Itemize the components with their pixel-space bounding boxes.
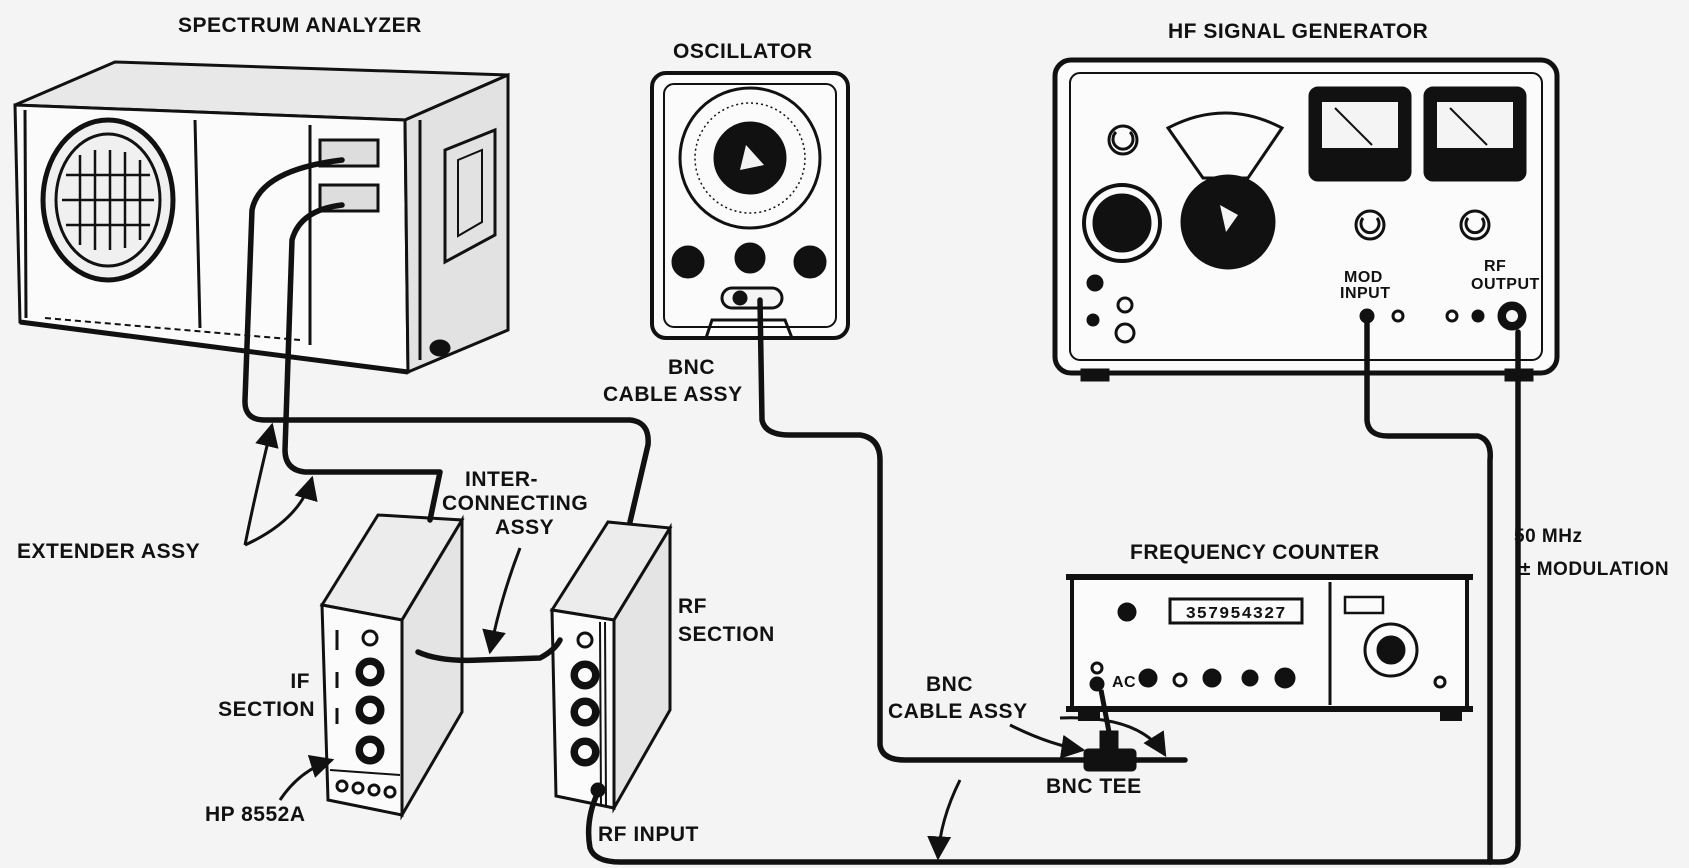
mhz-modulation-label-2: ± MODULATION (1520, 559, 1669, 580)
bnc-tee-label: BNC TEE (1046, 775, 1142, 798)
rf-section-label-1: RF (678, 595, 707, 618)
rf-section-label-2: SECTION (678, 623, 775, 646)
if-section-label-1: IF (265, 670, 310, 693)
rf-input-label: RF INPUT (598, 823, 699, 846)
interconnecting-assy-label-2: CONNECTING (442, 492, 588, 515)
extender-arrow-1 (245, 425, 272, 545)
rf-output-label-1: RF (1484, 258, 1506, 275)
rf-section-icon (552, 522, 670, 808)
hp8552a-arrow (280, 760, 332, 800)
bnc-cable-assy-top-label-2: CABLE ASSY (603, 383, 743, 406)
frequency-counter-label: FREQUENCY COUNTER (1130, 541, 1380, 564)
bnc-cable-assy-bottom-label-2: CABLE ASSY (888, 700, 1028, 723)
interconnecting-arrow (490, 548, 520, 652)
mhz-modulation-label-1: 50 MHz (1514, 526, 1582, 547)
spectrum-analyzer-icon (15, 62, 508, 372)
if-section-icon (322, 515, 462, 815)
if-section-label-2: SECTION (210, 698, 315, 721)
mod-input-label-1: MOD (1344, 269, 1383, 286)
oscillator-label: OSCILLATOR (673, 40, 813, 63)
bnc-cable-assy-bottom-label-1: BNC (926, 673, 973, 696)
extender-assy-label: EXTENDER ASSY (17, 540, 200, 563)
bnc-cable-assy-top-label-1: BNC (668, 356, 715, 379)
extender-arrow-2 (245, 478, 312, 545)
oscillator-cable (760, 300, 1085, 760)
spectrum-analyzer-label: SPECTRUM ANALYZER (178, 14, 422, 37)
bnc-bottom-arrow-1 (1010, 725, 1083, 750)
counter-display: 357954327 (1186, 605, 1287, 624)
frequency-counter-icon (1066, 577, 1473, 721)
rf-output-label-2: OUTPUT (1471, 276, 1540, 293)
interconnecting-assy-label-3: ASSY (495, 516, 554, 539)
bnc-bottom-arrow-3 (938, 780, 960, 858)
mod-input-label-2: INPUT (1340, 285, 1391, 302)
hp8552a-label: HP 8552A (205, 803, 306, 826)
hf-signal-generator-label: HF SIGNAL GENERATOR (1168, 20, 1428, 43)
hf-signal-generator-icon (1055, 60, 1557, 380)
ac-label: AC (1112, 674, 1136, 691)
interconnecting-assy-label-1: INTER- (465, 468, 538, 491)
oscillator-icon (652, 73, 848, 338)
